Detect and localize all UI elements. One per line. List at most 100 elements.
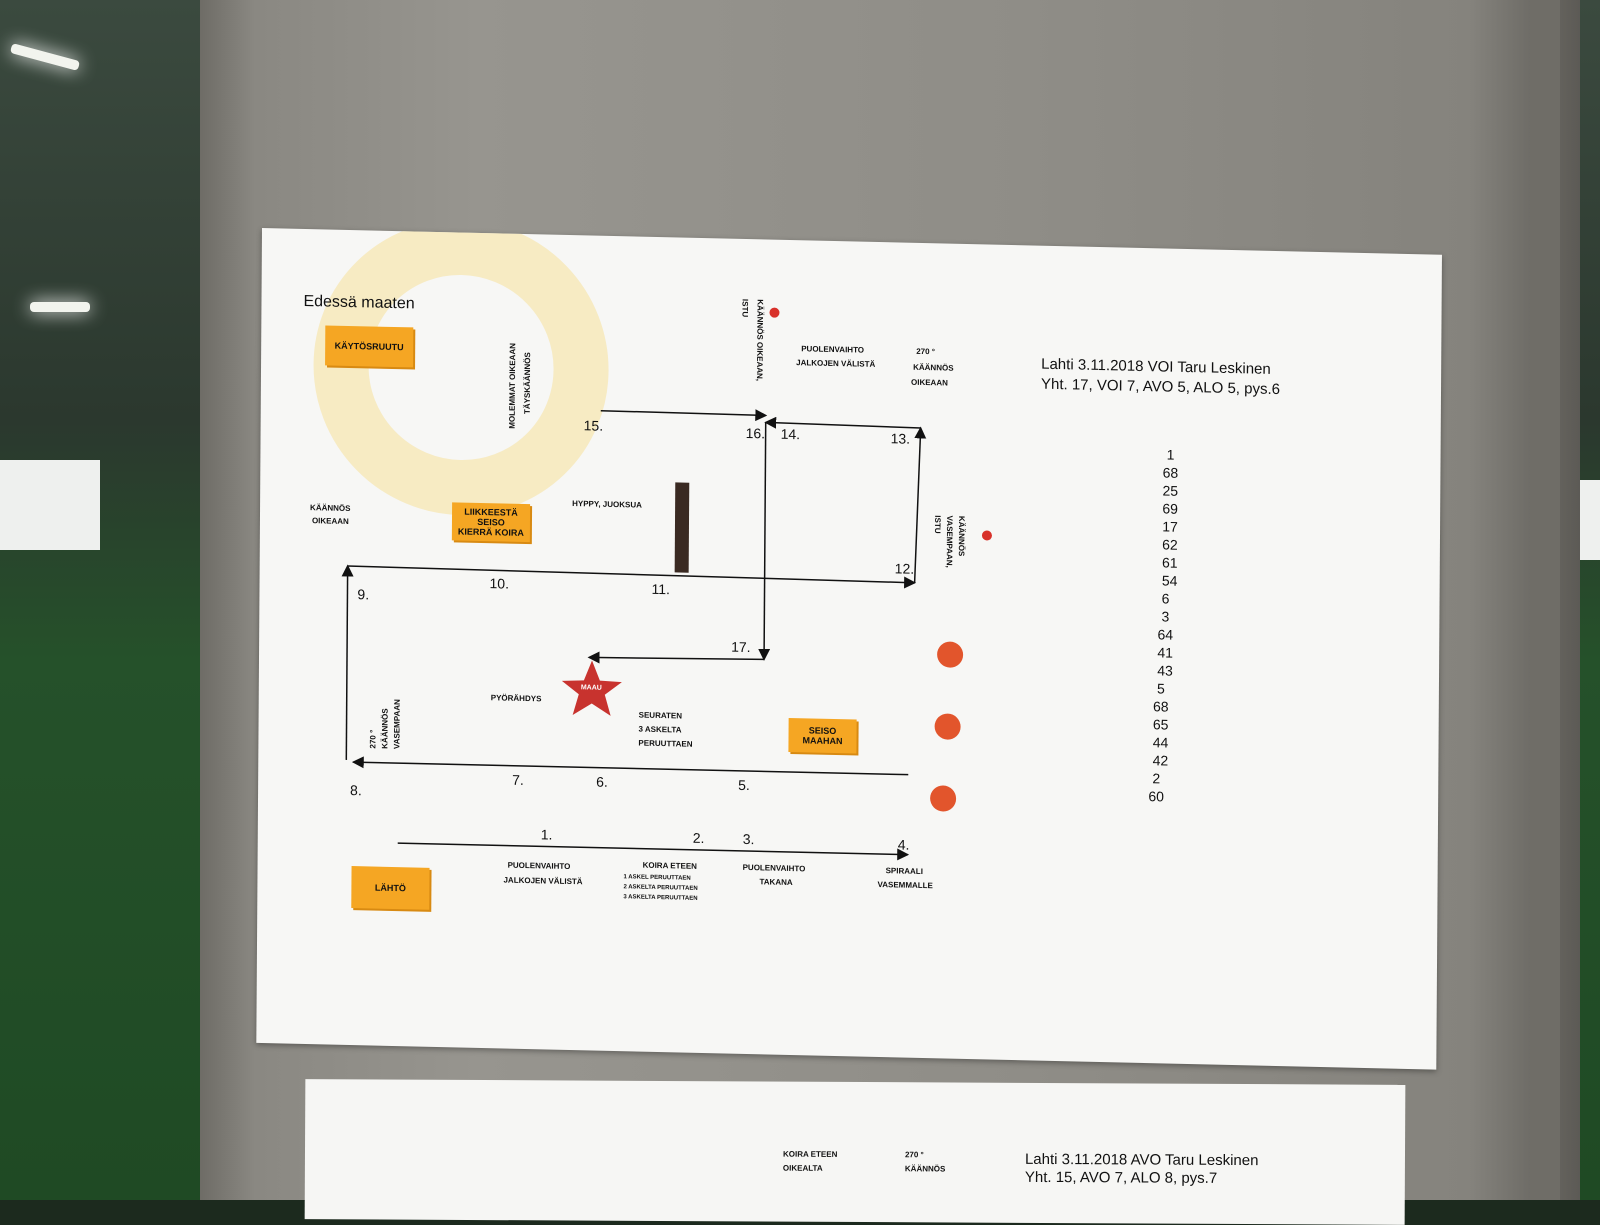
- sign-pyorahdys: PYÖRÄHDYS: [490, 693, 542, 704]
- sign-seuraten-3: PERUUTTAEN: [638, 738, 693, 749]
- sign-koira-eteen: KOIRA ETEEN: [642, 860, 698, 871]
- score-value: 42: [1152, 752, 1169, 769]
- station-number: 7.: [512, 771, 524, 788]
- score-value: 6: [1161, 590, 1170, 607]
- score-value: 25: [1162, 482, 1179, 499]
- sign-pv-takana-2: TAKANA: [759, 877, 793, 888]
- star-marker: [561, 660, 622, 716]
- sign-seiso-line2: MAAHAN: [802, 735, 843, 747]
- watermark-logo: [313, 228, 609, 516]
- sign-kaannos-oikeaan-2: OIKEAAN: [311, 516, 349, 526]
- route-line: [600, 409, 768, 422]
- score-value: 17: [1162, 518, 1178, 535]
- station-number: 6.: [596, 773, 608, 790]
- score-value: 61: [1161, 554, 1178, 571]
- route-line: [764, 416, 921, 429]
- sign-seiso-line1: SEISO: [808, 725, 837, 737]
- sign-puolenvaihto-top-2: JALKOJEN VÄLISTÄ: [796, 358, 876, 369]
- sign-pv-bottom-2: JALKOJEN VÄLISTÄ: [503, 875, 583, 887]
- heading-left: Edessä maaten: [303, 292, 415, 313]
- sign-270-oik-1: 270 °: [916, 346, 936, 357]
- station-number: 10.: [489, 575, 510, 592]
- station-number: 1.: [540, 826, 553, 843]
- second-course-sheet: Lahti 3.11.2018 AVO Taru Leskinen Yht. 1…: [304, 1079, 1406, 1225]
- sign-kaytosruutu: KÄYTÖSRUUTU: [325, 325, 414, 368]
- ceiling-light: [30, 302, 90, 312]
- route-line: [758, 422, 771, 661]
- jump-hurdle: [674, 482, 690, 573]
- second-sheet-270-2: KÄÄNNÖS: [904, 1164, 946, 1174]
- station-number: 17.: [731, 638, 751, 656]
- sign-kaannos-vas-istu-1: KÄÄNNÖS: [956, 515, 967, 557]
- second-sheet-title: Lahti 3.11.2018 AVO Taru Leskinen: [1024, 1150, 1259, 1170]
- sign-kaannos-oikeaan-1: KÄÄNNÖS: [310, 503, 351, 514]
- route-line: [913, 426, 927, 583]
- station-number: 14.: [780, 425, 801, 443]
- course-sheet: Edessä maaten Lahti 3.11.2018 VOI Taru L…: [256, 228, 1442, 1070]
- score-value: 1: [1166, 446, 1175, 463]
- sign-spiraali-2: VASEMMALLE: [877, 879, 933, 891]
- score-value: 68: [1152, 698, 1169, 715]
- sign-seuraten-2: 3 ASKELTA: [638, 724, 682, 735]
- stop-dot: [769, 307, 780, 318]
- second-sheet-270-1: 270 °: [904, 1150, 924, 1160]
- second-sheet-koira-eteen-1: KOIRA ETEEN: [782, 1149, 838, 1159]
- sign-liikkeesta-line2: KIERRÄ KOIRA: [457, 526, 524, 538]
- score-value: 69: [1162, 500, 1178, 517]
- station-number: 11.: [651, 580, 671, 598]
- score-value: 62: [1162, 536, 1178, 553]
- sign-molemmat-line1: MOLEMMAT OIKEAAN: [507, 342, 518, 429]
- sign-270-vas-3: VASEMPAAN: [392, 699, 402, 750]
- score-value: 43: [1157, 662, 1173, 679]
- ceiling-light: [9, 43, 81, 71]
- sign-pv-bottom-1: PUOLENVAIHTO: [507, 860, 571, 872]
- route-line: [397, 842, 910, 861]
- route-line: [347, 565, 917, 589]
- second-sheet-summary: Yht. 15, AVO 7, ALO 8, pys.7: [1024, 1168, 1218, 1187]
- station-number: 9.: [357, 586, 370, 603]
- rink-board-left: [0, 460, 100, 550]
- station-number: 2.: [692, 829, 705, 847]
- stop-dot-large: [934, 713, 961, 740]
- sign-molemmat-line2: TÄYSKÄÄNNÖS: [522, 352, 533, 415]
- sign-puolenvaihto-top-1: PUOLENVAIHTO: [801, 344, 865, 355]
- station-number: 15.: [583, 417, 604, 434]
- sign-maau: MAAU: [580, 684, 602, 692]
- route-line: [351, 756, 909, 776]
- score-value: 68: [1162, 464, 1179, 481]
- station-number: 3.: [742, 830, 755, 848]
- stop-dot-large: [937, 641, 964, 668]
- sign-spiraali-1: SPIRAALI: [885, 866, 923, 877]
- score-value: 2: [1152, 770, 1161, 787]
- score-value: 3: [1161, 608, 1170, 625]
- pillar-edge: [1530, 0, 1560, 1200]
- sign-270-oik-2: KÄÄNNÖS: [913, 362, 954, 373]
- sign-kaannos-vas-istu-2: VASEMPAAN,: [944, 515, 955, 568]
- stop-dot: [981, 530, 992, 541]
- route-line: [341, 564, 354, 760]
- sign-seuraten-1: SEURATEN: [638, 710, 683, 721]
- sign-lahto: LÄHTÖ: [351, 866, 430, 910]
- sign-270-oik-3: OIKEAAN: [910, 377, 948, 388]
- score-value: 54: [1161, 572, 1178, 589]
- sign-pv-takana-1: PUOLENVAIHTO: [742, 862, 806, 874]
- station-number: 5.: [738, 776, 750, 794]
- score-value: 64: [1157, 626, 1174, 643]
- station-number: 8.: [350, 782, 362, 799]
- sign-seiso: SEISO MAAHAN: [788, 717, 857, 754]
- station-number: 4.: [897, 836, 910, 853]
- station-number: 12.: [894, 560, 915, 577]
- sign-liikkeesta-line1: LIIKKEESTÄ SEISO: [464, 506, 518, 528]
- score-value: 44: [1152, 734, 1169, 751]
- score-value: 41: [1157, 644, 1173, 661]
- sign-kaannos-oik-istu-1: KÄÄNNÖS OIKEAAN,: [754, 299, 765, 382]
- score-value: 65: [1152, 716, 1169, 733]
- second-sheet-koira-eteen-2: OIKEALTA: [782, 1163, 823, 1173]
- sign-kaannos-vas-istu-3: ISTU: [932, 515, 943, 534]
- score-value: 60: [1148, 788, 1164, 805]
- score-value: 5: [1156, 680, 1165, 697]
- sign-liikkeesta: LIIKKEESTÄ SEISO KIERRÄ KOIRA: [451, 502, 531, 543]
- stop-dot-large: [930, 785, 957, 812]
- sign-kaannos-oik-istu-2: ISTU: [740, 298, 750, 318]
- route-line: [587, 651, 765, 664]
